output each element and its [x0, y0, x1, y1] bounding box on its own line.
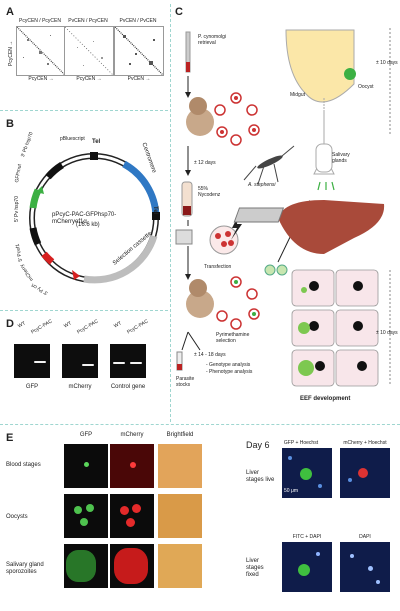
map-title-3: PvCEN / PvCEN [119, 18, 157, 24]
label-mosquito: A. stephensi [248, 182, 276, 188]
panel-label-b: B [6, 118, 14, 130]
label-pheno: - Phenotype analysis [206, 369, 253, 375]
lifecycle-diagram [175, 28, 391, 387]
label-days4: ± 10 days [376, 330, 398, 336]
col-mcherry-hoechst: mCherry + Hoechst [343, 440, 387, 446]
panel-label-e: E [6, 432, 14, 444]
label-tel-top: Tel [92, 139, 101, 145]
img-blood-gfp [64, 444, 108, 488]
gel-mcherry [62, 344, 98, 378]
map-ylabel-1: PcyCEN → [8, 40, 14, 66]
col-gfp-hoechst: GFP + Hoechst [283, 440, 319, 446]
label-oocyst: Oocyst [358, 84, 374, 90]
label-fixed: Liver stages fixed [246, 558, 264, 578]
map-title-1: PcyCEN / PcyCEN [19, 18, 61, 24]
col-gfp: GFP [79, 432, 93, 438]
col-dapi: DAPI [359, 534, 371, 540]
separator-a [0, 110, 168, 111]
img-live-gfp-hoechst [282, 448, 332, 498]
label-eef: EEF development [300, 396, 351, 402]
img-fixed-dapi [340, 542, 390, 592]
separator-b [0, 310, 168, 311]
panel-label-c: C [175, 6, 183, 18]
label-salivary: Salivary glands [332, 152, 350, 164]
label-days1: ± 12 days [194, 160, 216, 166]
oocyst-mark [344, 68, 356, 80]
label-tel-right: Tel [152, 206, 158, 215]
separator-e [0, 424, 400, 425]
gel1-lane-pac: PcyC-PAC [30, 318, 54, 336]
label-days3: ± 10 days [376, 60, 398, 66]
scale-bar-label: 50 μm [284, 488, 298, 494]
gel3-lane-pac: PcyC-PAC [126, 318, 150, 336]
col-brightfield: Brightfield [166, 432, 194, 438]
map-title-2: PvCEN / PcyCEN [68, 18, 108, 24]
img-oocyst-gfp [64, 494, 108, 538]
label-pbluescript: pBluescript [60, 136, 85, 142]
selection-arc [83, 234, 158, 284]
map-xlabel-2: PcyCEN → [76, 76, 102, 82]
map-xlabel-3: PvCEN → [127, 76, 151, 82]
img-spz-brightfield [158, 544, 202, 588]
plasmid-map [29, 152, 160, 284]
gel-caption-control: Control gene [110, 384, 146, 390]
label-geno: - Genotype analysis [206, 362, 251, 368]
gel3-lane-wt: WT [113, 320, 123, 330]
img-spz-mcherry [110, 544, 154, 588]
img-fixed-fitc-dapi [282, 542, 332, 592]
label-transfection: Transfection [204, 264, 232, 270]
label-nycodenz: 55% Nycodenz [198, 186, 221, 198]
label-pyr: Pyrimethamine selection [216, 332, 250, 344]
img-spz-gfp [64, 544, 108, 588]
gel2-lane-wt: WT [63, 320, 73, 330]
gfp-block [29, 188, 42, 209]
img-live-mcherry-hoechst [340, 448, 390, 498]
panel-label-d: D [6, 318, 14, 330]
label-stocks: Parasite stocks [176, 376, 195, 388]
day-label: Day 6 [246, 440, 270, 450]
img-blood-mcherry [110, 444, 154, 488]
row-sporozoites: Salivary gland sporozoites [6, 562, 44, 575]
img-oocyst-brightfield [158, 494, 202, 538]
img-oocyst-mcherry [110, 494, 154, 538]
mcherry-block [41, 251, 55, 265]
label-days2: ± 14 - 18 days [194, 352, 226, 358]
label-midgut: Midgut [290, 92, 306, 98]
plasmid-name: pPcyC-PAC-GFPhsp70-mCherryef1α [52, 212, 117, 225]
gel-gfp [14, 344, 50, 378]
row-oocysts: Oocysts [6, 514, 28, 520]
col-fitc-dapi: FITC + DAPI [292, 534, 322, 540]
gel-control [110, 344, 146, 378]
map-xlabel-1: PcyCEN → [28, 76, 54, 82]
gel2-lane-pac: PcyC-PAC [76, 318, 100, 336]
col-mcherry: mCherry [120, 432, 144, 438]
img-blood-brightfield [158, 444, 202, 488]
separator-vertical [170, 4, 171, 422]
label-live: Liver stages live [246, 470, 275, 483]
plasmid-size: (16.6 kb) [76, 222, 100, 228]
panel-label-a: A [6, 6, 14, 18]
label-retrieval: P. cynomolgi retrieval [198, 34, 226, 46]
centromere-arc [122, 160, 160, 217]
row-blood: Blood stages [6, 462, 41, 468]
heatmap-2 [64, 26, 114, 76]
gel-caption-gfp: GFP [25, 384, 39, 390]
heatmap-1 [16, 26, 66, 76]
gel-caption-mcherry: mCherry [68, 384, 92, 390]
label-pv-hsp70: 5' Pv hsp70 [14, 196, 20, 222]
gel1-lane-wt: WT [17, 320, 27, 330]
heatmap-3 [114, 26, 164, 76]
